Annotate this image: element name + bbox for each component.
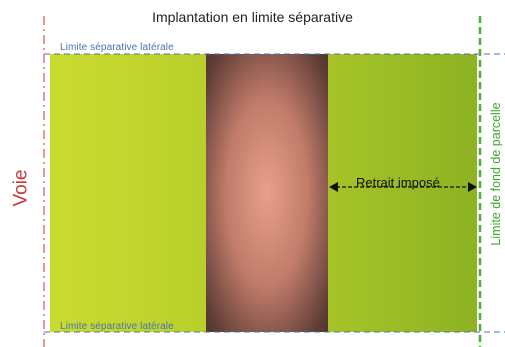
- setback-arrow: [329, 182, 477, 192]
- lateral-boundary-bottom-label: Limite séparative latérale: [60, 321, 174, 332]
- road-label: Voie: [10, 169, 32, 207]
- setback-label: Retrait imposé: [356, 175, 440, 190]
- diagram-title: Implantation en limite séparative: [152, 9, 353, 25]
- building: [206, 54, 328, 332]
- lateral-boundary-top-label: Limite séparative latérale: [60, 42, 174, 53]
- back-boundary-label: Limite de fond de parcelle: [488, 102, 503, 246]
